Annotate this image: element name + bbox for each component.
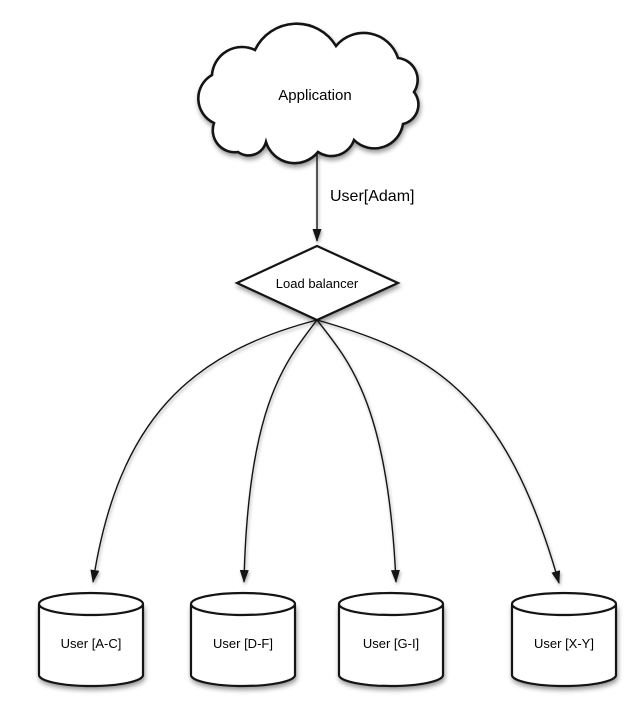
cylinder-top-shape xyxy=(37,591,145,605)
shard-label: User [A-C] xyxy=(61,636,122,651)
load-balancer-label: Load balancer xyxy=(276,276,359,291)
edge-to-shard-g-i xyxy=(316,319,400,583)
cloud-shape xyxy=(197,22,420,165)
cylinder-shape xyxy=(189,603,297,688)
application-label: Application xyxy=(278,87,351,104)
shard-node-g-i: User [G-I] xyxy=(337,591,445,688)
shard-node-a-c: User [A-C] xyxy=(37,591,145,688)
edge-application-to-balancer: User[Adam] xyxy=(312,153,414,242)
edge-to-shard-d-f xyxy=(239,319,318,583)
shard-label: User [D-F] xyxy=(213,636,273,651)
cylinder-top-shape xyxy=(189,591,297,605)
edges-balancer-to-shards xyxy=(90,319,561,584)
shard-label: User [G-I] xyxy=(363,636,419,651)
cylinder-top-shape xyxy=(510,591,618,605)
shard-node-x-y: User [X-Y] xyxy=(510,591,618,688)
edge-user-adam-label: User[Adam] xyxy=(330,188,414,205)
cylinder-shape xyxy=(510,603,618,688)
shard-node-d-f: User [D-F] xyxy=(189,591,297,688)
cylinder-shape xyxy=(37,603,145,688)
edge-to-shard-a-c xyxy=(90,319,318,583)
edge-to-shard-x-y xyxy=(316,319,561,584)
application-cloud-node: Application xyxy=(197,22,420,165)
load-balancer-node: Load balancer xyxy=(234,244,401,322)
cylinder-shape xyxy=(337,603,445,688)
shard-label: User [X-Y] xyxy=(534,636,594,651)
cylinder-top-shape xyxy=(337,591,445,605)
